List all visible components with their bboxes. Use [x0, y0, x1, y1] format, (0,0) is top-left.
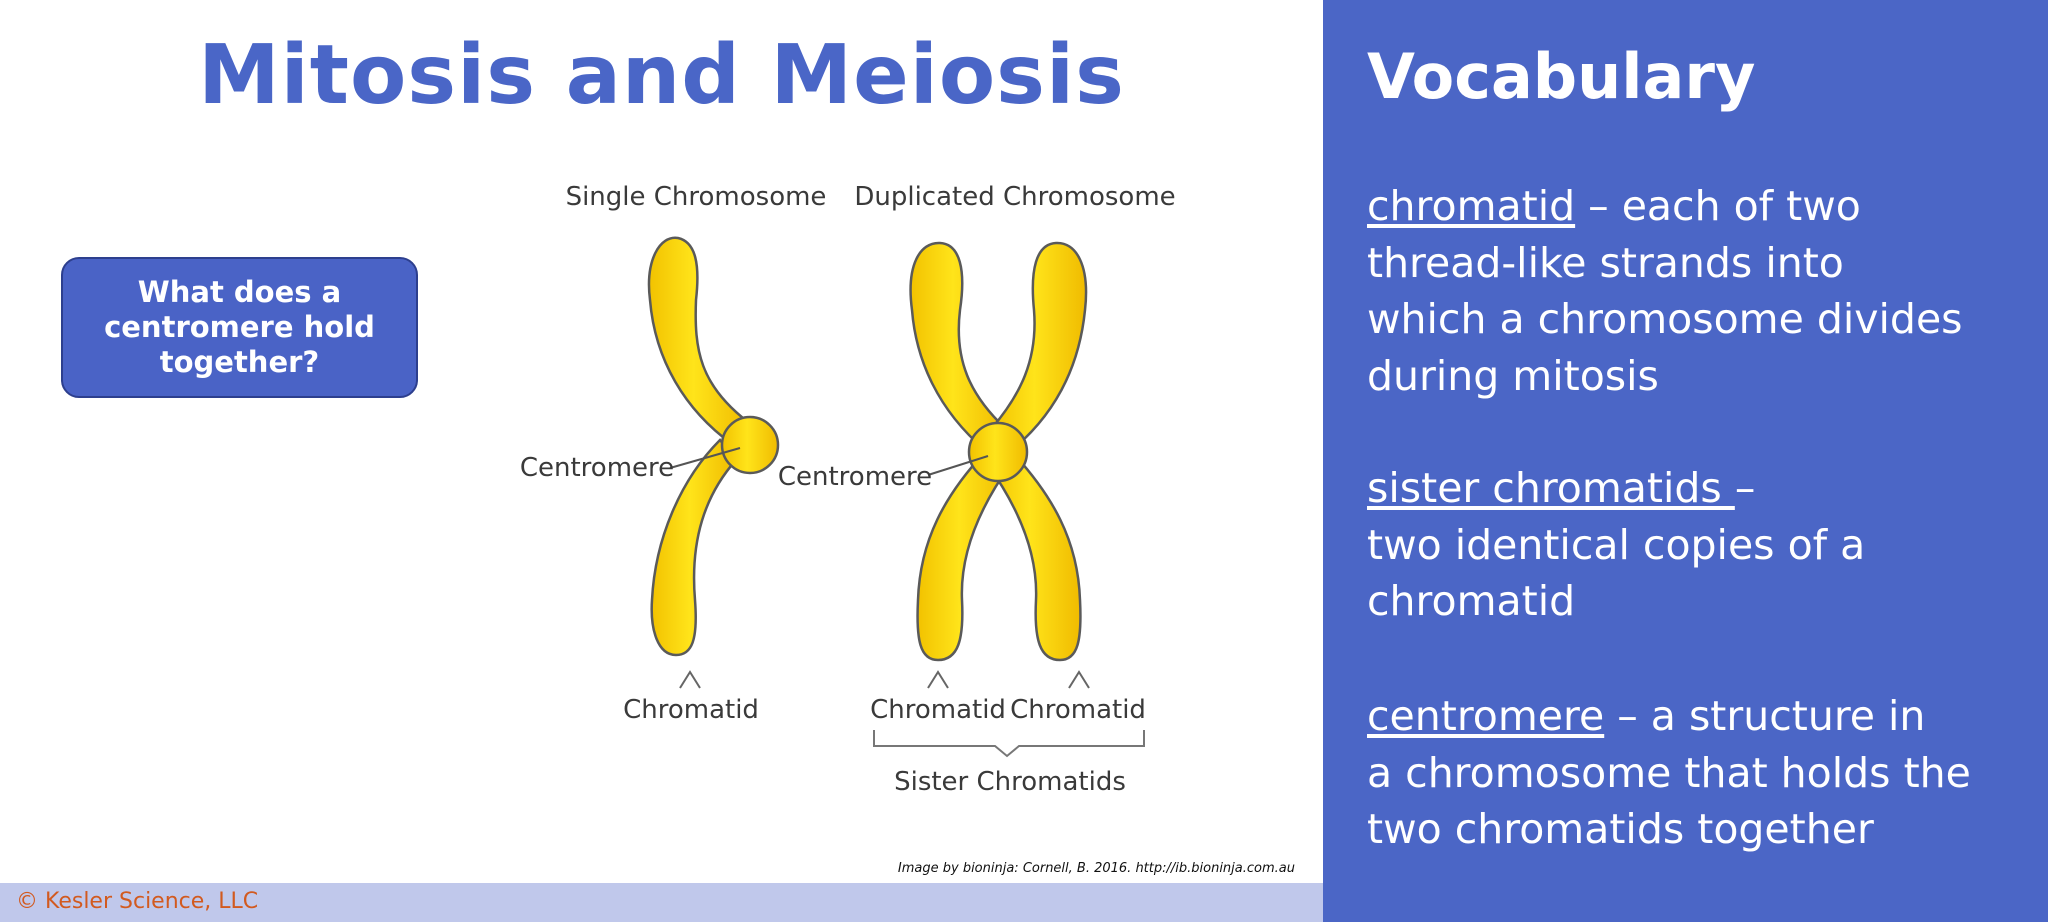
single-centromere: [720, 415, 780, 475]
image-credit: Image by bioninja: Cornell, B. 2016. htt…: [897, 861, 1295, 876]
vocabulary-panel: [1323, 0, 2048, 922]
single-chromosome: [647, 236, 780, 657]
vocab-def-start: – a structure in: [1604, 692, 1926, 740]
sister-chromatids-label: Sister Chromatids: [894, 767, 1126, 797]
vocab-term: chromatid: [1367, 182, 1576, 230]
chromatid-lower-right: [986, 450, 1082, 662]
duplicated-chromosome-label: Duplicated Chromosome: [854, 182, 1175, 212]
chromatid-upper-left: [909, 241, 1007, 452]
single-chromosome-upper-arm: [647, 236, 750, 446]
centromere-label-right: Centromere: [778, 462, 932, 492]
single-chromosome-lower-arm: [650, 438, 738, 657]
vocab-def-line: thread-like strands into: [1367, 238, 1844, 287]
question-box: What does a centromere hold together?: [61, 257, 418, 398]
chromatid-label-a: Chromatid: [870, 695, 1006, 725]
chromatid-lower-left: [916, 450, 1012, 662]
vocab-term: sister chromatids: [1367, 464, 1735, 512]
chromatid-label-b: Chromatid: [1010, 695, 1146, 725]
vocab-def-line: chromatid: [1367, 577, 1576, 625]
vocab-def-line: which a chromosome divides: [1367, 295, 1963, 343]
caret-left: [927, 670, 949, 689]
slide-left-area: Mitosis and Meiosis What does a centrome…: [0, 28, 1323, 922]
vocab-entry-chromatid: chromatid – each of two thread-like stra…: [1367, 178, 2027, 404]
chromatid-label-single: Chromatid: [623, 695, 759, 725]
caret-single: [679, 670, 701, 689]
vocab-def-line: a chromosome that holds the: [1367, 748, 1971, 797]
slide-title: Mitosis and Meiosis: [198, 28, 1125, 123]
centromere-label-left: Centromere: [520, 453, 674, 483]
vocab-def-line: during mitosis: [1367, 351, 1659, 400]
single-chromosome-label: Single Chromosome: [566, 182, 827, 212]
vocab-entry-sister-chromatids: sister chromatids – two identical copies…: [1367, 460, 2027, 630]
sister-bracket: [873, 730, 1145, 758]
footer-copyright: © Kesler Science, LLC: [16, 889, 259, 914]
chromatid-upper-right: [990, 241, 1088, 452]
vocab-entry-centromere: centromere – a structure in a chromosome…: [1367, 688, 2027, 858]
vocab-def-start: – each of two: [1575, 182, 1861, 230]
chromosome-diagram: Single Chromosome Duplicated Chromosome …: [520, 182, 1176, 797]
vocab-def-line: two chromatids together: [1367, 805, 1874, 853]
caret-right: [1068, 670, 1090, 689]
duplicated-chromosome: [909, 241, 1088, 662]
vocab-term: centromere: [1367, 692, 1605, 740]
question-text: What does a centromere hold together?: [104, 275, 375, 379]
vocab-def-line: two identical copies of a: [1367, 520, 1866, 569]
duplicated-centromere: [967, 421, 1029, 483]
vocabulary-title: Vocabulary: [1367, 40, 1756, 113]
vocab-def-start: –: [1734, 464, 1756, 512]
footer-bar: © Kesler Science, LLC: [0, 883, 1323, 922]
